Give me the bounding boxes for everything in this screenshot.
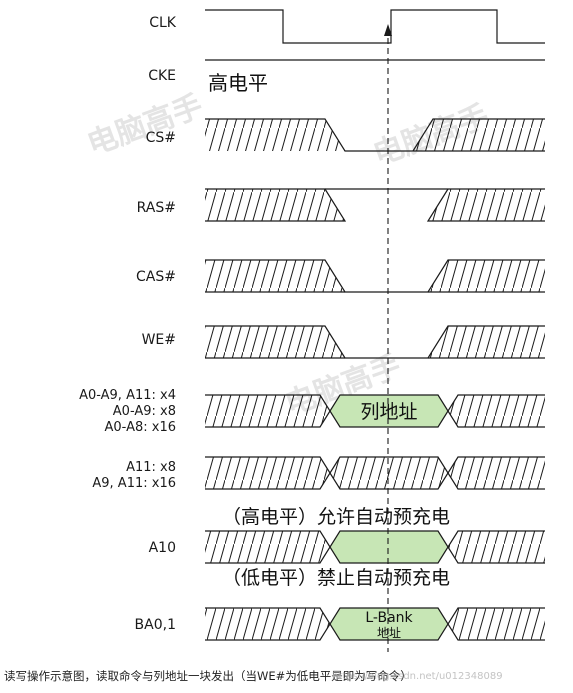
label-cs: CS# bbox=[146, 130, 176, 146]
label-a11-1: A11: x8 bbox=[126, 460, 176, 475]
label-ras: RAS# bbox=[137, 200, 176, 216]
column-address-cell bbox=[330, 395, 448, 427]
label-addr-2: A0-A9: x8 bbox=[113, 404, 176, 419]
reference-arrow-icon bbox=[384, 24, 392, 36]
a10-low-note: （低电平）禁止自动预充电 bbox=[222, 567, 450, 589]
addr-bus-waveform bbox=[205, 394, 545, 428]
figure-caption: 读写操作示意图，读取命令与列地址一块发出（当WE#为低电平是即为写命令） bbox=[4, 669, 412, 683]
label-we: WE# bbox=[142, 332, 176, 348]
label-a11-2: A9, A11: x16 bbox=[92, 476, 176, 491]
a10-valid-cell bbox=[330, 531, 448, 563]
source-watermark: https://blog.csdn.net/u012348089 bbox=[332, 671, 503, 682]
cs-waveform bbox=[205, 118, 545, 152]
label-cas: CAS# bbox=[136, 269, 176, 285]
bank-text-line1: L-Bank bbox=[365, 610, 413, 626]
clk-waveform bbox=[205, 9, 545, 44]
label-ba: BA0,1 bbox=[135, 617, 176, 633]
label-clk: CLK bbox=[149, 15, 177, 31]
watermark-1: 电脑高手 bbox=[83, 89, 208, 163]
a10-bus-waveform bbox=[205, 530, 545, 564]
label-addr-1: A0-A9, A11: x4 bbox=[79, 388, 176, 403]
bank-address-cell bbox=[330, 608, 448, 640]
label-cke: CKE bbox=[148, 68, 176, 84]
label-a10: A10 bbox=[149, 540, 176, 556]
ras-waveform bbox=[205, 188, 545, 222]
label-addr-3: A0-A8: x16 bbox=[105, 420, 176, 435]
cke-high-note: 高电平 bbox=[208, 71, 268, 95]
bank-text-line2: 地址 bbox=[377, 626, 401, 640]
a11-bus-waveform bbox=[205, 456, 545, 490]
column-address-text: 列地址 bbox=[360, 401, 417, 423]
ba-bus-waveform bbox=[205, 607, 545, 641]
a10-high-note: （高电平）允许自动预充电 bbox=[222, 506, 450, 528]
cas-waveform bbox=[205, 259, 545, 293]
we-waveform bbox=[205, 325, 545, 359]
